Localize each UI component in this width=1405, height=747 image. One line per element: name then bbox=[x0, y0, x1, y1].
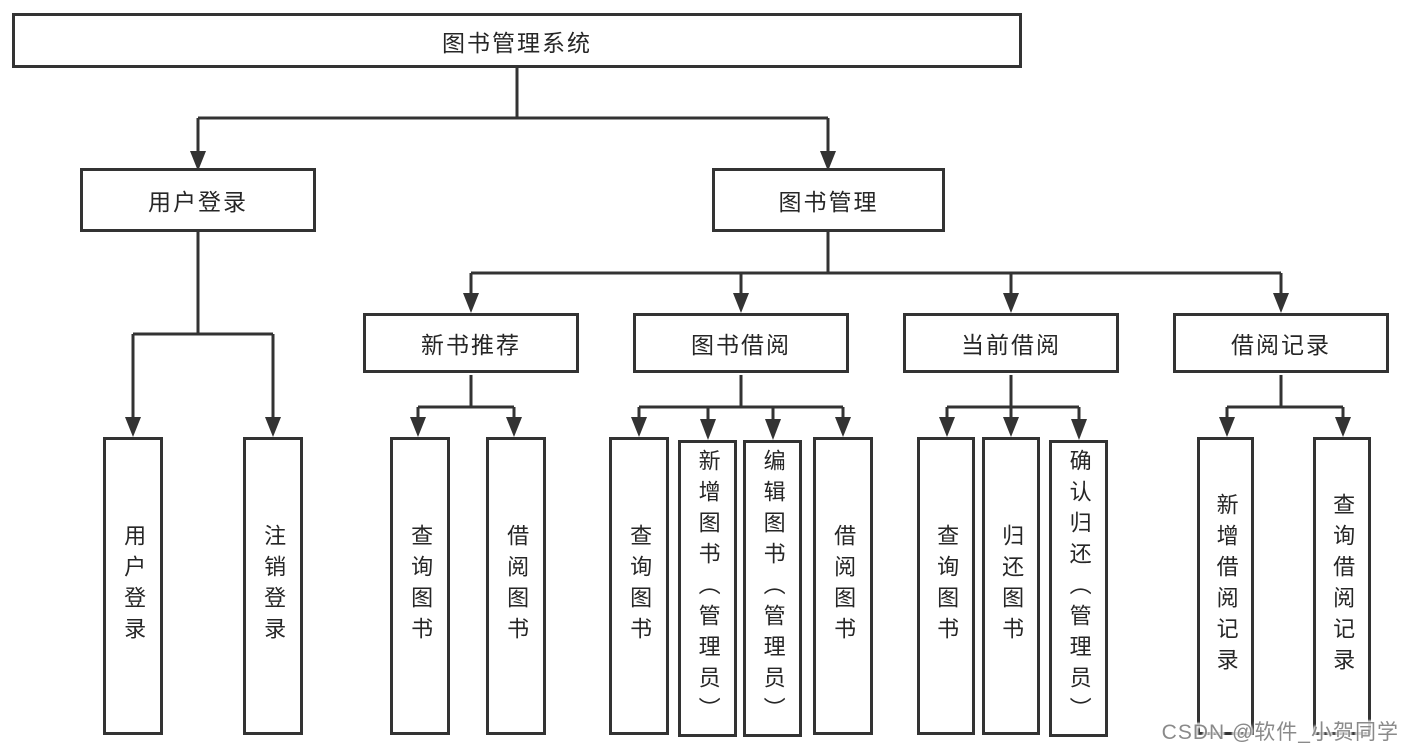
node-new-book-recommend: 新书推荐 bbox=[363, 313, 579, 373]
leaf-logout-login-label: 注销登录 bbox=[261, 524, 287, 648]
leaf-nb-query-book-label: 查询图书 bbox=[408, 524, 434, 648]
node-borrow-records: 借阅记录 bbox=[1173, 313, 1389, 373]
watermark: CSDN @软件_小贺同学 bbox=[1161, 721, 1399, 744]
leaf-bb-query-book: 查询图书 bbox=[609, 437, 669, 735]
leaf-br-query-borrow-record-label: 查询借阅记录 bbox=[1330, 493, 1356, 679]
leaf-cb-query-book: 查询图书 bbox=[917, 437, 975, 735]
leaf-nb-borrow-book-label: 借阅图书 bbox=[504, 524, 530, 648]
leaf-nb-query-book: 查询图书 bbox=[390, 437, 450, 735]
node-current-borrowing: 当前借阅 bbox=[903, 313, 1119, 373]
leaf-br-query-borrow-record: 查询借阅记录 bbox=[1313, 437, 1371, 735]
leaf-logout-login: 注销登录 bbox=[243, 437, 303, 735]
leaf-bb-borrow-book: 借阅图书 bbox=[813, 437, 873, 735]
node-user-login: 用户登录 bbox=[80, 168, 316, 232]
leaf-cb-return-book-label: 归还图书 bbox=[999, 524, 1025, 648]
node-book-borrowing: 图书借阅 bbox=[633, 313, 849, 373]
node-book-management: 图书管理 bbox=[712, 168, 945, 232]
leaf-cb-confirm-return-admin: 确认归还（管理员） bbox=[1049, 440, 1108, 737]
node-library-management-system: 图书管理系统 bbox=[12, 13, 1022, 68]
leaf-br-add-borrow-record-label: 新增借阅记录 bbox=[1213, 493, 1239, 679]
leaf-user-login: 用户登录 bbox=[103, 437, 163, 735]
leaf-nb-borrow-book: 借阅图书 bbox=[486, 437, 546, 735]
leaf-user-login-label: 用户登录 bbox=[121, 524, 147, 648]
leaf-bb-add-book-admin-label: 新增图书（管理员） bbox=[695, 449, 721, 728]
arrowhead-icons bbox=[125, 151, 1351, 440]
leaf-bb-add-book-admin: 新增图书（管理员） bbox=[678, 440, 737, 737]
leaf-bb-edit-book-admin-label: 编辑图书（管理员） bbox=[760, 449, 786, 728]
leaf-bb-edit-book-admin: 编辑图书（管理员） bbox=[743, 440, 802, 737]
leaf-bb-borrow-book-label: 借阅图书 bbox=[831, 524, 857, 648]
leaf-cb-confirm-return-admin-label: 确认归还（管理员） bbox=[1066, 449, 1092, 728]
leaf-cb-query-book-label: 查询图书 bbox=[934, 524, 960, 648]
leaf-cb-return-book: 归还图书 bbox=[982, 437, 1040, 735]
leaf-bb-query-book-label: 查询图书 bbox=[627, 524, 653, 648]
leaf-br-add-borrow-record: 新增借阅记录 bbox=[1197, 437, 1254, 735]
